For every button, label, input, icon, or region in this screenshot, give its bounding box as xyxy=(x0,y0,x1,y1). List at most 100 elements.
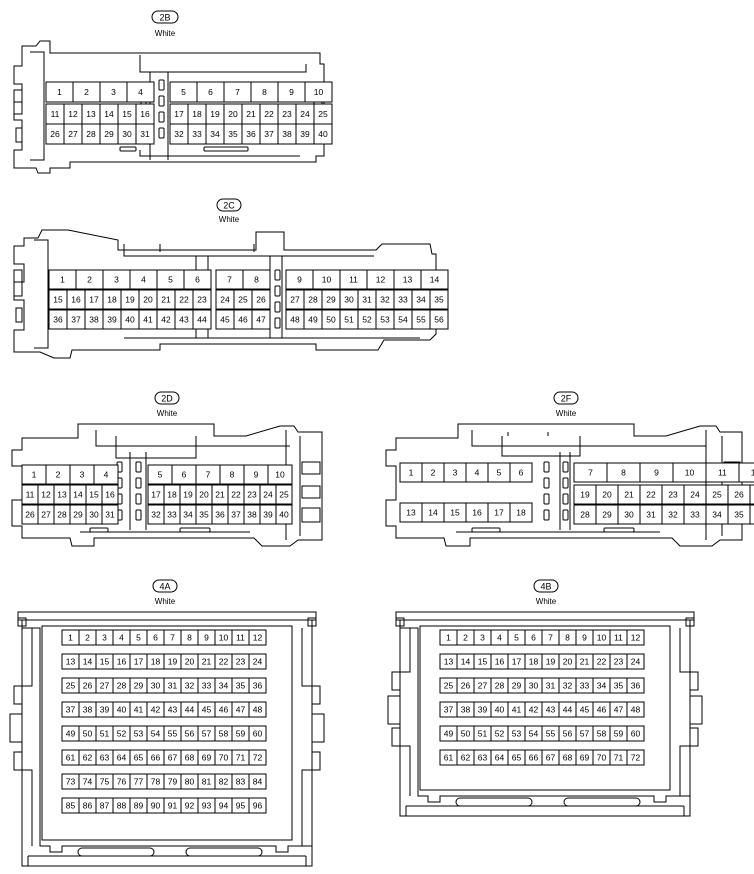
pin-4a-8: 8 xyxy=(180,629,199,646)
pin-2f-7: 7 xyxy=(573,462,608,483)
svg-text:53: 53 xyxy=(134,729,144,739)
pin-2b-28: 28 xyxy=(81,123,101,145)
svg-text:52: 52 xyxy=(117,729,127,739)
pin-2f-25: 25 xyxy=(705,484,729,505)
pin-4b-52: 52 xyxy=(490,725,509,742)
pin-4b-8: 8 xyxy=(558,629,577,646)
pin-4a-36: 36 xyxy=(248,677,267,694)
svg-text:31: 31 xyxy=(168,681,178,691)
pin-4a-45: 45 xyxy=(197,701,216,718)
pin-2d-29: 29 xyxy=(69,504,87,525)
svg-text:8: 8 xyxy=(254,275,259,285)
pin-4b-6: 6 xyxy=(524,629,543,646)
pin-4a-20: 20 xyxy=(180,653,199,670)
pin-2d-28: 28 xyxy=(53,504,71,525)
pin-4b-10: 10 xyxy=(592,629,611,646)
svg-text:41: 41 xyxy=(134,705,144,715)
pin-2d-18: 18 xyxy=(163,484,181,505)
svg-text:30: 30 xyxy=(529,681,539,691)
svg-text:40: 40 xyxy=(318,129,328,139)
pin-4a-41: 41 xyxy=(129,701,148,718)
svg-text:74: 74 xyxy=(83,777,93,787)
svg-text:46: 46 xyxy=(219,705,229,715)
svg-text:15: 15 xyxy=(478,657,488,667)
pin-2b-25: 25 xyxy=(313,103,333,125)
svg-text:26: 26 xyxy=(25,510,35,520)
connector-4b-id-pill xyxy=(533,579,559,593)
svg-text:43: 43 xyxy=(168,705,178,715)
svg-text:19: 19 xyxy=(546,657,556,667)
pin-4b-37: 37 xyxy=(439,701,458,718)
pin-2c-3: 3 xyxy=(102,269,131,290)
pin-4b-67: 67 xyxy=(541,749,560,766)
svg-text:23: 23 xyxy=(282,109,292,119)
svg-text:44: 44 xyxy=(197,315,207,325)
svg-text:70: 70 xyxy=(597,753,607,763)
pin-4a-76: 76 xyxy=(112,773,131,790)
svg-text:48: 48 xyxy=(631,705,641,715)
connector-2f: 2F White 1234561314151617187891011121920… xyxy=(385,391,754,547)
connector-4a-id-pill xyxy=(152,579,178,593)
pin-2d-7: 7 xyxy=(195,464,221,485)
pin-2b-18: 18 xyxy=(187,103,207,125)
connector-2b-color: White xyxy=(155,29,176,38)
svg-text:3: 3 xyxy=(114,275,119,285)
svg-text:25: 25 xyxy=(238,295,248,305)
pin-4a-25: 25 xyxy=(61,677,80,694)
svg-text:22: 22 xyxy=(646,490,656,500)
svg-text:30: 30 xyxy=(122,129,132,139)
pin-2c-38: 38 xyxy=(84,309,104,330)
svg-text:12: 12 xyxy=(631,633,641,643)
pin-4a-15: 15 xyxy=(95,653,114,670)
svg-text:4: 4 xyxy=(138,87,143,97)
pin-2d-12: 12 xyxy=(37,484,55,505)
pin-2b-23: 23 xyxy=(277,103,297,125)
svg-text:51: 51 xyxy=(478,729,488,739)
pin-4a-77: 77 xyxy=(129,773,148,790)
pin-2d-4: 4 xyxy=(93,464,119,485)
svg-text:80: 80 xyxy=(185,777,195,787)
svg-text:50: 50 xyxy=(326,315,336,325)
svg-text:28: 28 xyxy=(86,129,96,139)
svg-text:12: 12 xyxy=(41,490,51,500)
connector-2f-pins: 1234561314151617187891011121920212223242… xyxy=(399,462,754,525)
pin-2f-3: 3 xyxy=(443,462,467,483)
svg-text:49: 49 xyxy=(444,729,454,739)
pin-4a-87: 87 xyxy=(95,797,114,814)
pin-2f-11: 11 xyxy=(705,462,740,483)
pin-2b-35: 35 xyxy=(223,123,243,145)
svg-text:64: 64 xyxy=(117,753,127,763)
pin-4a-7: 7 xyxy=(163,629,182,646)
svg-text:58: 58 xyxy=(219,729,229,739)
pin-2b-15: 15 xyxy=(117,103,137,125)
pin-2d-5: 5 xyxy=(147,464,173,485)
pin-2c-48: 48 xyxy=(285,309,305,330)
pin-2b-31: 31 xyxy=(135,123,155,145)
connector-2b-id-pill xyxy=(151,10,179,24)
pin-4b-1: 1 xyxy=(439,629,458,646)
pin-4a-14: 14 xyxy=(78,653,97,670)
pin-4a-13: 13 xyxy=(61,653,80,670)
pin-4a-32: 32 xyxy=(180,677,199,694)
svg-text:37: 37 xyxy=(66,705,76,715)
pin-4a-84: 84 xyxy=(248,773,267,790)
svg-text:68: 68 xyxy=(185,753,195,763)
pin-2c-26: 26 xyxy=(251,289,271,310)
svg-text:18: 18 xyxy=(167,490,177,500)
svg-text:37: 37 xyxy=(444,705,454,715)
pin-2f-27: 27 xyxy=(749,484,754,505)
svg-text:19: 19 xyxy=(125,295,135,305)
connector-4a-id: 4A xyxy=(159,582,170,592)
svg-text:3: 3 xyxy=(80,470,85,480)
svg-text:24: 24 xyxy=(690,490,700,500)
svg-text:30: 30 xyxy=(89,510,99,520)
pin-2d-38: 38 xyxy=(243,504,261,525)
pin-4a-64: 64 xyxy=(112,749,131,766)
svg-text:26: 26 xyxy=(50,129,60,139)
svg-text:40: 40 xyxy=(125,315,135,325)
svg-text:45: 45 xyxy=(202,705,212,715)
pin-2b-8: 8 xyxy=(250,81,279,103)
svg-text:38: 38 xyxy=(89,315,99,325)
